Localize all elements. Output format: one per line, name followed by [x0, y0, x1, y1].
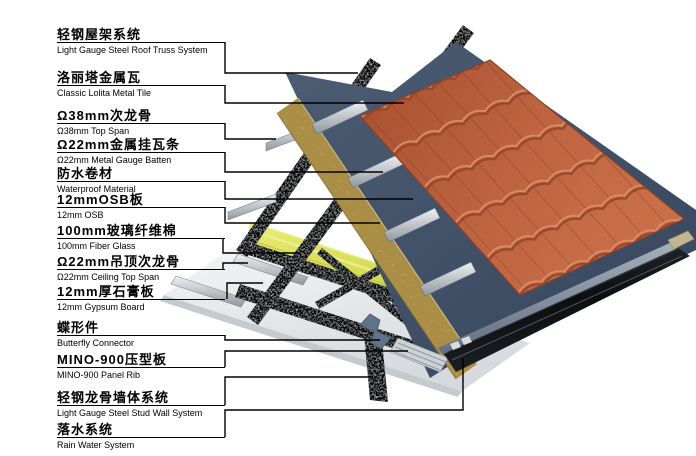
label-roof-truss-en: Light Gauge Steel Roof Truss System — [57, 44, 208, 55]
label-butterfly-connector-en: Butterfly Connector — [57, 337, 135, 348]
gutter-end-cap — [667, 230, 695, 250]
leader-line — [224, 350, 408, 367]
label-gypsum-board: 12mm厚石膏板 12mm Gypsum Board — [57, 284, 225, 312]
leader-lines — [222, 42, 464, 437]
mino-900-panel — [389, 337, 449, 373]
label-metal-gauge-batten: Ω22mm金属挂瓦条 Ω22mm Metal Gauge Batten — [57, 137, 225, 165]
leader-line — [226, 282, 263, 299]
label-fiber-glass-en: 100mm Fiber Glass — [57, 240, 136, 251]
gutter-clip — [450, 341, 461, 350]
label-gypsum-board-zh: 12mm厚石膏板 — [57, 284, 225, 300]
leader-line — [224, 85, 404, 104]
top-span-purlin — [227, 193, 277, 221]
label-fiber-glass: 100mm玻璃纤维棉 100mm Fiber Glass — [57, 223, 225, 251]
label-waterproof-zh: 防水卷材 — [57, 166, 225, 182]
leader-line — [224, 42, 358, 74]
leader-line — [224, 123, 276, 140]
label-ceiling-top-span-en: Ω22mm Ceiling Top Span — [57, 271, 160, 282]
label-rain-water-zh: 落水系统 — [57, 422, 225, 438]
label-stud-wall-en: Light Gauge Steel Stud Wall System — [57, 407, 203, 418]
label-panel-rib-zh: MINO-900压型板 — [57, 352, 225, 368]
label-panel-rib-en: MINO-900 Panel Rib — [57, 369, 141, 380]
label-top-span-zh: Ω38mm次龙骨 — [57, 108, 225, 124]
gutter-clip — [461, 336, 472, 345]
leader-line — [224, 335, 380, 341]
label-roof-truss: 轻钢屋架系统 Light Gauge Steel Roof Truss Syst… — [57, 27, 225, 55]
label-osb: 12mmOSB板 12mm OSB — [57, 192, 225, 220]
butterfly-connector — [359, 313, 392, 350]
leader-line — [224, 207, 380, 224]
eave-fascia — [438, 242, 678, 356]
gypsum-board-edge — [160, 295, 462, 397]
label-ceiling-top-span-zh: Ω22mm吊顶次龙骨 — [57, 254, 225, 270]
label-panel-rib: MINO-900压型板 MINO-900 Panel Rib — [57, 352, 225, 380]
label-top-span: Ω38mm次龙骨 Ω38mm Top Span — [57, 108, 225, 136]
leader-line — [222, 262, 248, 269]
leader-line — [222, 238, 299, 254]
label-stud-wall: 轻钢龙骨墙体系统 Light Gauge Steel Stud Wall Sys… — [57, 390, 225, 418]
label-stud-wall-zh: 轻钢龙骨墙体系统 — [57, 390, 225, 406]
label-ceiling-top-span: Ω22mm吊顶次龙骨 Ω22mm Ceiling Top Span — [57, 254, 225, 282]
label-metal-tile: 洛丽塔金属瓦 Classic Lolita Metal Tile — [57, 70, 225, 98]
label-osb-zh: 12mmOSB板 — [57, 192, 225, 208]
leader-line — [224, 358, 464, 437]
label-rain-water: 落水系统 Rain Water System — [57, 422, 225, 450]
leader-line — [224, 152, 383, 173]
leader-line — [224, 376, 372, 405]
label-osb-en: 12mm OSB — [57, 209, 104, 220]
rain-gutter — [444, 230, 695, 372]
label-metal-gauge-batten-zh: Ω22mm金属挂瓦条 — [57, 137, 225, 153]
label-roof-truss-zh: 轻钢屋架系统 — [57, 27, 225, 43]
label-rain-water-en: Rain Water System — [57, 439, 135, 450]
label-fiber-glass-zh: 100mm玻璃纤维棉 — [57, 223, 225, 239]
label-waterproof-en: Waterproof Material — [57, 183, 136, 194]
leader-line — [224, 181, 413, 200]
label-metal-tile-en: Classic Lolita Metal Tile — [57, 87, 152, 98]
metal-gauge-battens — [311, 99, 477, 297]
label-gypsum-board-en: 12mm Gypsum Board — [57, 301, 145, 312]
label-top-span-en: Ω38mm Top Span — [57, 125, 130, 136]
ceiling-top-span-runner — [170, 275, 247, 308]
label-metal-tile-zh: 洛丽塔金属瓦 — [57, 70, 225, 86]
label-butterfly-connector-zh: 蝶形件 — [57, 320, 225, 336]
label-waterproof: 防水卷材 Waterproof Material — [57, 166, 225, 194]
label-metal-gauge-batten-en: Ω22mm Metal Gauge Batten — [57, 154, 172, 165]
label-butterfly-connector: 蝶形件 Butterfly Connector — [57, 320, 225, 348]
